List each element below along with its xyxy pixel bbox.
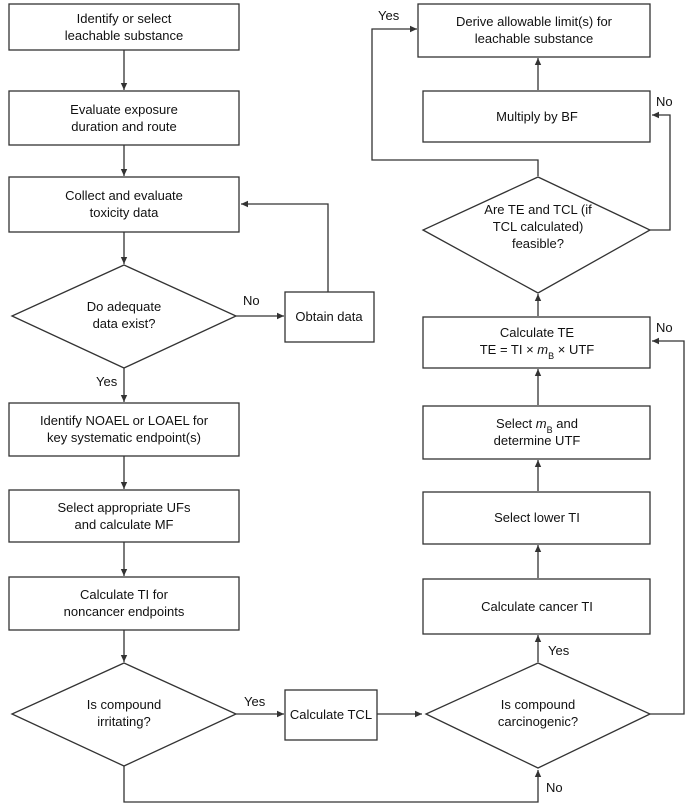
edge-label-carcinogenic-no-te: No <box>656 320 673 335</box>
arrow-irritating-no-to-carcinogenic <box>123 766 542 803</box>
node-adequate-line-2: data exist? <box>93 316 156 331</box>
node-ufs-line-2: and calculate MF <box>75 517 174 532</box>
node-select-mb-line-1: Select mB and <box>496 416 578 435</box>
node-ti-noncancer: Calculate TI for noncancer endpoints <box>8 576 240 631</box>
edge-label-feasible-no: No <box>656 94 673 109</box>
node-noael: Identify NOAEL or LOAEL for key systemat… <box>8 402 240 457</box>
node-calc-te: Calculate TE TE = TI × mB × UTF <box>422 316 651 369</box>
node-feasible-line-3: feasible? <box>512 236 564 251</box>
node-derive-line-1: Derive allowable limit(s) for <box>456 14 613 29</box>
node-identify-line-1: Identify or select <box>77 11 172 26</box>
node-ufs-line-1: Select appropriate UFs <box>58 500 191 515</box>
node-select-mb-line-2: determine UTF <box>494 433 581 448</box>
node-cancer-ti: Calculate cancer TI <box>422 578 651 635</box>
node-cancer-ti-line-1: Calculate cancer TI <box>481 599 593 614</box>
edge-labels: No Yes Yes Yes No No No Yes <box>96 8 673 795</box>
node-noael-line-1: Identify NOAEL or LOAEL for <box>40 413 209 428</box>
arrow-feasible-yes-to-derive <box>371 25 539 176</box>
arrow-obtain-to-collect <box>241 200 329 292</box>
node-irritating-line-1: Is compound <box>87 697 161 712</box>
node-identify-line-2: leachable substance <box>65 28 184 43</box>
node-identify: Identify or select leachable substance <box>8 3 240 51</box>
node-obtain: Obtain data <box>284 291 375 343</box>
node-evaluate: Evaluate exposure duration and route <box>8 90 240 146</box>
node-collect-line-1: Collect and evaluate <box>65 188 183 203</box>
node-noael-line-2: key systematic endpoint(s) <box>47 430 201 445</box>
node-calc-te-line-1: Calculate TE <box>500 325 575 340</box>
node-carcinogenic-line-2: carcinogenic? <box>498 714 578 729</box>
node-carcinogenic-line-1: Is compound <box>501 697 575 712</box>
edge-label-adequate-no: No <box>243 293 260 308</box>
edge-label-adequate-yes: Yes <box>96 374 118 389</box>
node-calc-te-line-2: TE = TI × mB × UTF <box>480 342 595 361</box>
connectors <box>120 25 685 803</box>
node-evaluate-line-2: duration and route <box>71 119 177 134</box>
node-feasible-line-2: TCL calculated) <box>493 219 584 234</box>
edge-label-carcinogenic-yes: Yes <box>548 643 570 658</box>
node-multiply-line-1: Multiply by BF <box>496 109 578 124</box>
edge-label-carcinogenic-no-bottom: No <box>546 780 563 795</box>
arrow-feasible-no-to-multiply <box>650 111 671 231</box>
node-adequate-decision: Do adequate data exist? <box>10 264 238 369</box>
node-feasible-line-1: Are TE and TCL (if <box>484 202 592 217</box>
node-collect: Collect and evaluate toxicity data <box>8 176 240 233</box>
node-lower-ti-line-1: Select lower TI <box>494 510 580 525</box>
node-derive-line-2: leachable substance <box>475 31 594 46</box>
node-adequate-line-1: Do adequate <box>87 299 161 314</box>
node-obtain-line-1: Obtain data <box>295 309 363 324</box>
node-lower-ti: Select lower TI <box>422 491 651 545</box>
edge-label-irritating-yes: Yes <box>244 694 266 709</box>
node-evaluate-line-1: Evaluate exposure <box>70 102 178 117</box>
node-ti-noncancer-line-1: Calculate TI for <box>80 587 169 602</box>
edge-label-feasible-yes: Yes <box>378 8 400 23</box>
node-tcl-line-1: Calculate TCL <box>290 707 372 722</box>
nodes: Identify or select leachable substance E… <box>8 3 652 769</box>
node-irritating-decision: Is compound irritating? <box>10 662 238 767</box>
node-ufs: Select appropriate UFs and calculate MF <box>8 489 240 543</box>
arrow-carcinogenic-no-to-te <box>650 337 685 715</box>
node-select-mb: Select mB and determine UTF <box>422 405 651 460</box>
node-derive: Derive allowable limit(s) for leachable … <box>417 3 651 58</box>
node-ti-noncancer-line-2: noncancer endpoints <box>64 604 185 619</box>
node-collect-line-2: toxicity data <box>90 205 159 220</box>
node-feasible-decision: Are TE and TCL (if TCL calculated) feasi… <box>421 176 652 294</box>
node-tcl: Calculate TCL <box>284 689 378 741</box>
node-carcinogenic-decision: Is compound carcinogenic? <box>424 662 652 769</box>
node-multiply: Multiply by BF <box>422 90 651 143</box>
node-irritating-line-2: irritating? <box>97 714 150 729</box>
